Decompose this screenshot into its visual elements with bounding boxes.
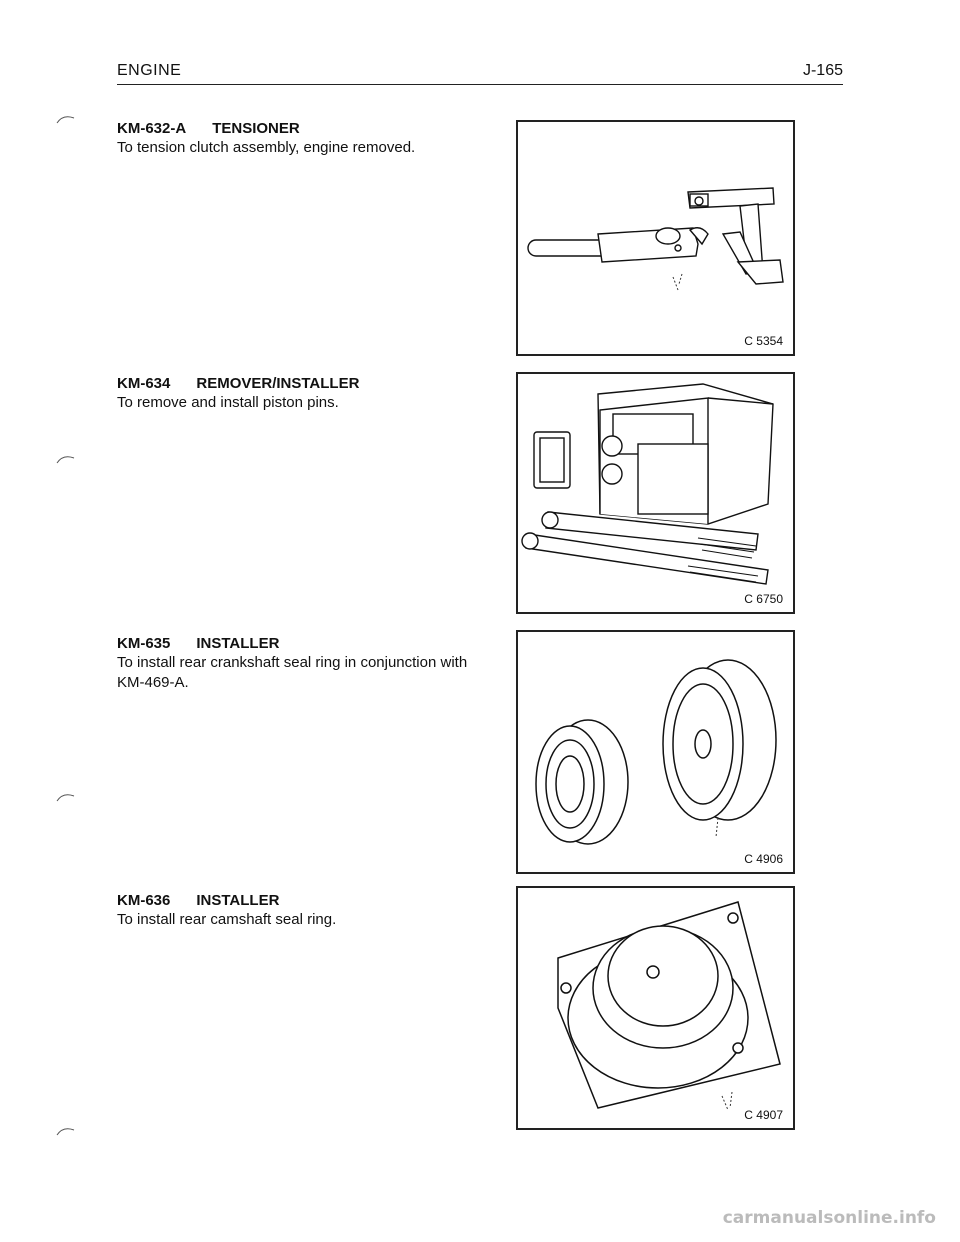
tool-name: INSTALLER xyxy=(196,635,280,652)
figure-caption: C 4907 xyxy=(742,1108,785,1122)
tool-title: KM-635 INSTALLER xyxy=(117,635,477,652)
page-number: J-165 xyxy=(802,62,843,79)
tensioner-illustration xyxy=(527,187,784,291)
figure-caption: C 6750 xyxy=(742,592,785,606)
margin-mark xyxy=(56,456,75,464)
tool-code: KM-636 xyxy=(117,892,171,909)
tool-title: KM-634 REMOVER/INSTALLER xyxy=(117,375,477,392)
tool-description: To tension clutch assembly, engine remov… xyxy=(117,139,416,156)
tool-name: TENSIONER xyxy=(212,120,300,137)
margin-mark xyxy=(56,1128,75,1136)
tool-code: KM-634 xyxy=(117,375,171,392)
crankshaft-installer-illustration xyxy=(535,659,777,845)
tool-code: KM-635 xyxy=(117,635,171,652)
tool-entry: KM-634 REMOVER/INSTALLER To remove and i… xyxy=(117,375,477,413)
figure-camshaft-installer: C 4907 xyxy=(516,886,795,1130)
tool-entry: KM-636 INSTALLER To install rear camshaf… xyxy=(117,892,477,930)
figure-caption: C 5354 xyxy=(742,334,785,348)
figure-tensioner: C 5354 xyxy=(516,120,795,356)
tool-code: KM-632-A xyxy=(117,120,187,137)
tool-description: To remove and install piston pins. xyxy=(117,394,339,411)
tool-entry: KM-632-A TENSIONER To tension clutch ass… xyxy=(117,120,477,158)
section-title: ENGINE xyxy=(117,62,182,79)
watermark: carmanualsonline.info xyxy=(722,1208,936,1228)
tool-description: To install rear camshaft seal ring. xyxy=(117,911,337,928)
margin-mark xyxy=(56,794,75,802)
tool-title: KM-632-A TENSIONER xyxy=(117,120,477,137)
tool-name: REMOVER/INSTALLER xyxy=(196,375,360,392)
remover-installer-illustration xyxy=(521,383,774,585)
figure-crankshaft-installer: C 4906 xyxy=(516,630,795,874)
figure-remover-installer: C 6750 xyxy=(516,372,795,614)
camshaft-installer-illustration xyxy=(557,901,781,1111)
margin-mark xyxy=(56,116,75,124)
tool-entry: KM-635 INSTALLER To install rear cranksh… xyxy=(117,635,477,693)
tool-description: To install rear crankshaft seal ring in … xyxy=(117,654,468,691)
tool-name: INSTALLER xyxy=(196,892,280,909)
figure-caption: C 4906 xyxy=(742,852,785,866)
tool-title: KM-636 INSTALLER xyxy=(117,892,477,909)
page-header: ENGINE J-165 xyxy=(117,58,843,85)
